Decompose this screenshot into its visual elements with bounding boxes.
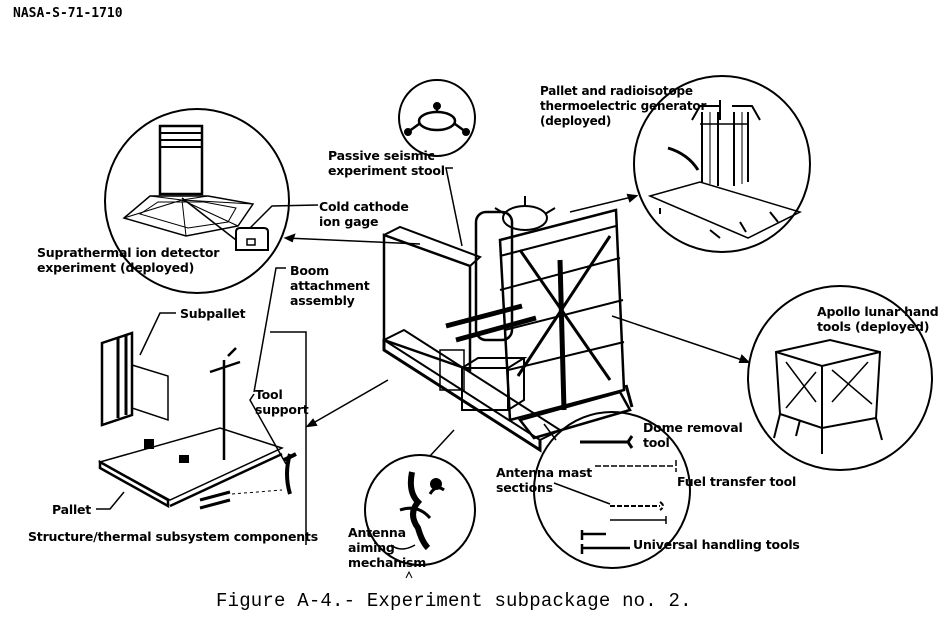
leader-aam	[391, 545, 415, 549]
label-dome-removal-tool: Dome removal tool	[643, 420, 743, 450]
figure-caption: Figure A-4.- Experiment subpackage no. 2…	[216, 590, 692, 612]
arrow-to-sid	[286, 238, 420, 244]
antenna-aiming-inset	[365, 455, 475, 578]
leader-antenna-mast	[554, 483, 610, 504]
arrow-to-rtg	[570, 196, 636, 212]
label-universal-handling-tools: Universal handling tools	[633, 537, 800, 552]
inset-circle-sid	[105, 109, 289, 293]
label-passive-seismic-stool: Passive seismic experiment stool	[328, 148, 445, 178]
inset-circle-tools	[534, 412, 690, 568]
label-antenna-aiming-mechanism: Antenna aiming mechanism	[348, 525, 427, 570]
leader-to-tools	[544, 424, 556, 440]
main-package-drawing	[286, 195, 748, 456]
label-structure-thermal: Structure/thermal subsystem components	[28, 529, 318, 544]
tools-inset	[534, 412, 690, 568]
label-pallet: Pallet	[52, 502, 92, 517]
pallet-drawing	[96, 268, 306, 545]
inset-circle-pse	[399, 80, 475, 156]
label-fuel-transfer-tool: Fuel transfer tool	[677, 474, 797, 489]
leader-tool-support	[250, 394, 286, 464]
leader-cold-cathode	[250, 205, 318, 228]
leader-subpallet	[140, 313, 176, 355]
label-antenna-mast-sections: Antenna mast sections	[496, 465, 593, 495]
label-boom-attachment: Boom attachment assembly	[290, 263, 370, 308]
label-apollo-lunar-hand-tools: Apollo lunar hand tools (deployed)	[817, 304, 939, 334]
suprathermal-ion-detector-icon	[124, 126, 253, 240]
passive-seismic-stool-inset	[399, 80, 475, 246]
suprathermal-ion-detector-inset	[105, 109, 318, 293]
label-cold-cathode-ion-gage: Cold cathode ion gage	[319, 199, 409, 229]
leader-to-aam	[430, 430, 454, 456]
bracket-structure-thermal	[270, 332, 306, 545]
leader-pse	[446, 168, 462, 246]
arrow-to-pallet	[308, 380, 388, 426]
rtg-inset	[634, 76, 810, 252]
label-pallet-rtg: Pallet and radioisotope thermoelectric g…	[540, 84, 707, 128]
inset-circle-rtg	[634, 76, 810, 252]
alht-inset	[748, 286, 932, 470]
arrow-to-alht	[612, 316, 748, 362]
inset-circle-aam	[365, 455, 475, 565]
label-suprathermal-ion-detector: Suprathermal ion detector experiment (de…	[37, 245, 220, 275]
leader-boom	[254, 268, 286, 392]
label-subpallet: Subpallet	[180, 306, 246, 321]
label-tool-support: Tool support	[255, 387, 309, 417]
leader-pallet	[96, 492, 124, 509]
document-id: NASA-S-71-1710	[13, 6, 123, 21]
inset-circle-alht	[748, 286, 932, 470]
cold-cathode-ion-gage-icon	[236, 228, 268, 250]
